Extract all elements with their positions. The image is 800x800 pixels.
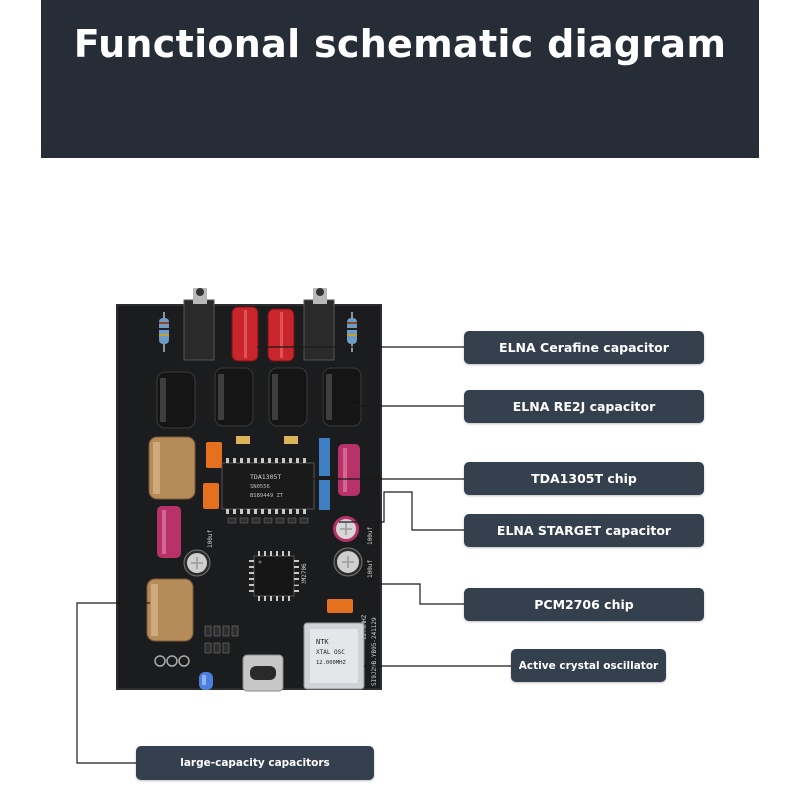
crystal-marking: NTK [316,638,329,646]
pink-capacitor-right [338,444,360,496]
pcb-silk-label: 100uf [207,530,214,548]
pcm2706-chip [249,551,299,601]
pink-capacitor-left [157,506,181,558]
pcb-silk-label: 100uf [367,560,374,578]
starget-capacitor-top [333,516,359,542]
label-crystal-oscillator: Active crystal oscillator [511,649,666,682]
blue-film-cap [319,480,330,510]
smd-resistor-group [204,625,239,654]
smd-orange-cap [327,599,353,613]
audio-jack-left [183,288,215,361]
header-banner: Functional schematic diagram [41,0,759,158]
smd-part [236,436,250,444]
blue-film-cap [319,438,330,476]
crystal-marking: 12.000MHZ [316,660,346,666]
crystal-marking: XTAL OSC [316,649,345,656]
chip-marking: BSB9449 ZT [250,493,284,499]
led-indicator [199,672,213,690]
label-re2j: ELNA RE2J capacitor [464,390,704,423]
pcb-serial: SI9J29B.YB95-241129 [371,617,378,686]
usb-c-port [242,654,284,692]
chip-marking: TDA1305T [250,473,281,481]
page-title: Functional schematic diagram [73,22,727,66]
audio-jack-right [303,288,335,361]
tda1305t-chip: TDA1305T SN0556 BSB9449 ZT [221,458,315,514]
smd-orange-cap [203,483,219,509]
large-capacitor-bottom [146,578,194,642]
resistor-top-left [159,312,169,352]
re2j-capacitor-1 [156,371,196,429]
label-cerafine: ELNA Cerafine capacitor [464,331,704,364]
pcb-silk-label: 100uf [367,527,374,545]
re2j-capacitor-4 [322,367,362,427]
crystal-oscillator: NTK XTAL OSC 12.000MHZ [303,622,365,690]
leader-lines [76,346,511,764]
cerafine-capacitor-right [267,308,295,362]
label-pcm2706: PCM2706 chip [464,588,704,621]
chip-marking: SN0556 [250,484,270,490]
pcb-silk-label: 2M2706 [301,563,308,585]
small-capacitor-left [183,549,211,577]
re2j-capacitor-2 [214,367,254,427]
cerafine-capacitor-left [231,306,259,362]
label-starget: ELNA STARGET capacitor [464,514,704,547]
large-capacitor-top [148,436,196,500]
resistor-top-right [347,312,357,352]
re2j-capacitor-3 [268,367,308,427]
label-tda1305t: TDA1305T chip [464,462,704,495]
smd-orange-cap [206,442,222,468]
smd-resistor-row [227,517,309,524]
smd-part [284,436,298,444]
starget-capacitor-bottom [333,547,363,577]
label-large-capacitors: large-capacity capacitors [136,746,374,780]
header-pins [154,655,190,667]
